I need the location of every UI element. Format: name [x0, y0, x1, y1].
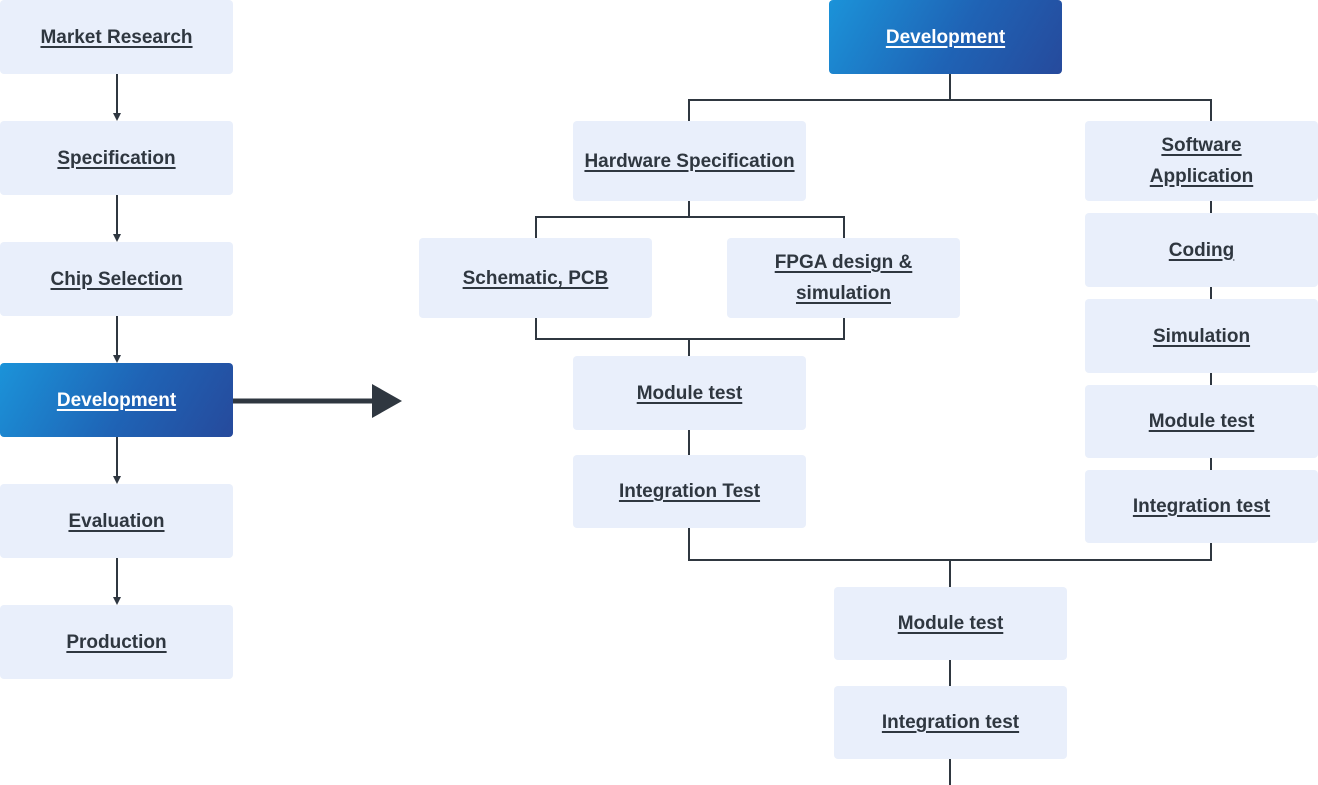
evaluation-node[interactable]: Evaluation	[0, 484, 233, 558]
hw-integration-test-node[interactable]: Integration Test	[573, 455, 806, 528]
dev-title-node[interactable]: Development	[829, 0, 1062, 74]
fpga-design-node[interactable]: FPGA design & simulation	[727, 238, 960, 318]
market-research-node[interactable]: Market Research	[0, 0, 233, 74]
specification-node[interactable]: Specification	[0, 121, 233, 195]
hw-module-test-node[interactable]: Module test	[573, 356, 806, 430]
sys-integration-test-node[interactable]: Integration test	[834, 686, 1067, 759]
expand-arrow-head	[372, 384, 402, 418]
sys-module-test-node[interactable]: Module test	[834, 587, 1067, 660]
hw-merge-line	[535, 318, 845, 340]
development-node[interactable]: Development	[0, 363, 233, 437]
chip-selection-node[interactable]: Chip Selection	[0, 242, 233, 316]
simulation-node[interactable]: Simulation	[1085, 299, 1318, 373]
sw-module-test-node[interactable]: Module test	[1085, 385, 1318, 458]
dev-branch-line	[688, 99, 1212, 121]
hw-branch-line	[535, 216, 845, 238]
coding-node[interactable]: Coding	[1085, 213, 1318, 287]
schematic-pcb-node[interactable]: Schematic, PCB	[419, 238, 652, 318]
software-app-node[interactable]: Software Application	[1085, 121, 1318, 201]
production-node[interactable]: Production	[0, 605, 233, 679]
sw-integration-test-node[interactable]: Integration test	[1085, 470, 1318, 543]
hardware-spec-node[interactable]: Hardware Specification	[573, 121, 806, 201]
